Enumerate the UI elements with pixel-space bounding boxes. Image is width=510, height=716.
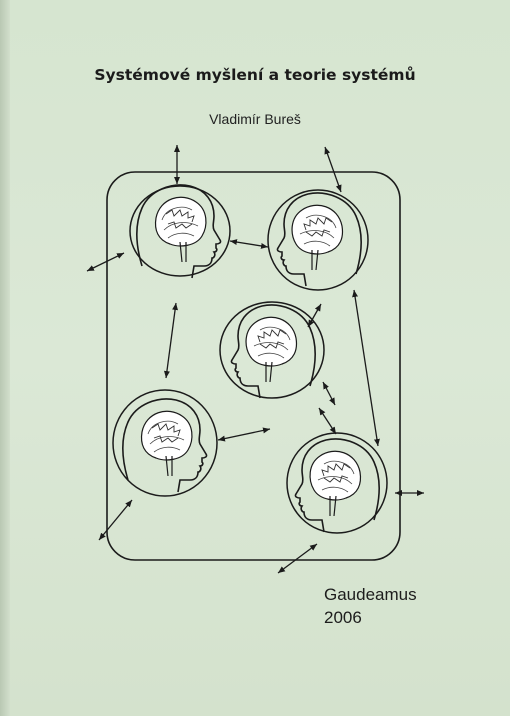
system-boundary (106, 171, 401, 561)
publisher-block: Gaudeamus 2006 (324, 583, 417, 629)
publication-year: 2006 (324, 608, 362, 627)
double-arrow-icon (86, 145, 424, 574)
publisher-name: Gaudeamus (324, 585, 417, 604)
book-author: Vladimír Bureš (209, 111, 301, 127)
head-with-brain-icon (129, 184, 231, 279)
book-title: Systémové myšlení a teorie systémů (94, 66, 416, 84)
head-with-brain-icon (286, 432, 388, 534)
cover-spine-edge (0, 0, 10, 716)
head-with-brain-icon (112, 389, 218, 497)
head-with-brain-icon (219, 301, 325, 399)
head-with-brain-icon (267, 189, 369, 291)
